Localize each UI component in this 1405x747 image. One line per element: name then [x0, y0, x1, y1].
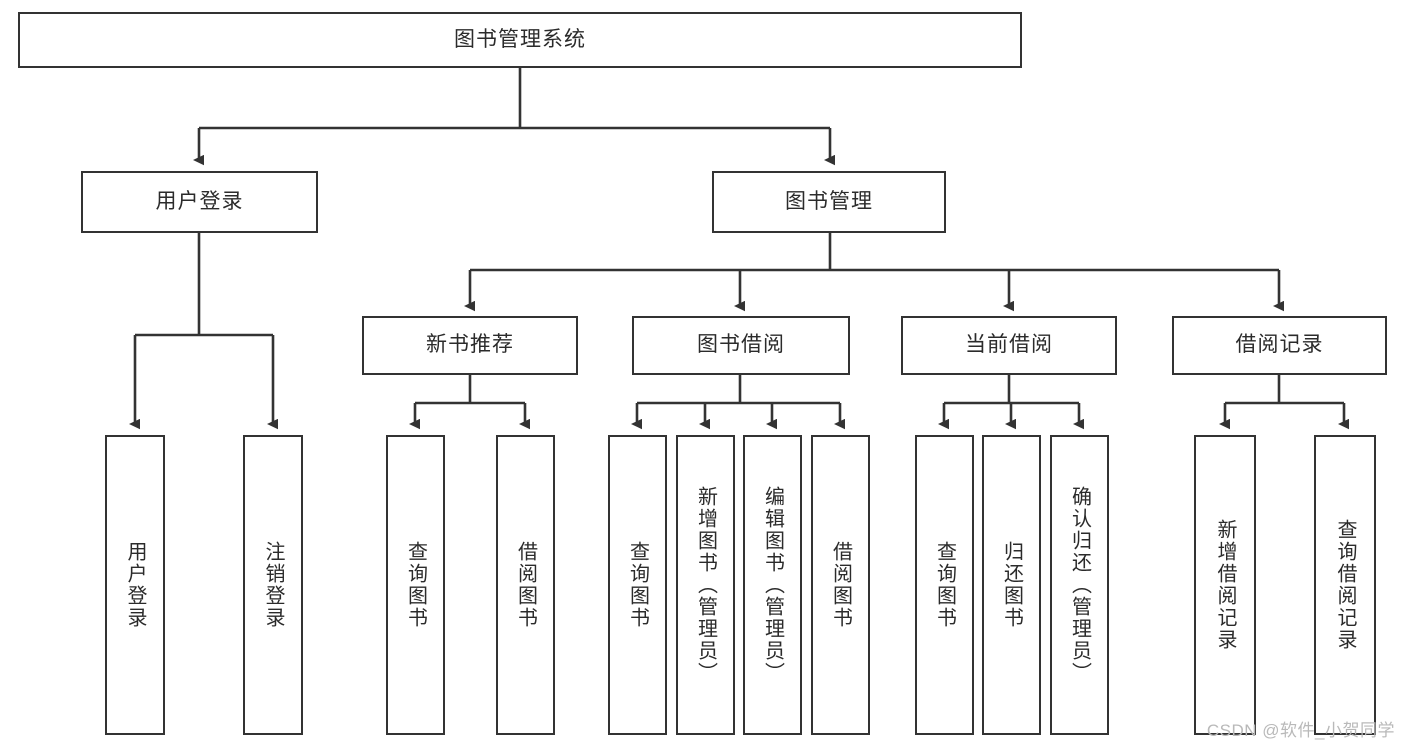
node-label: 借阅记录	[1235, 333, 1324, 357]
node-label: 查询图书	[626, 541, 649, 629]
node-label: 确认归还（管理员）	[1068, 486, 1091, 684]
node-leaf-confirm-return[interactable]: 确认归还（管理员）	[1050, 435, 1109, 735]
leaf-text-wrap: 借阅图书	[813, 437, 868, 733]
node-leaf-query-record[interactable]: 查询借阅记录	[1314, 435, 1376, 735]
leaf-text-wrap: 查询图书	[610, 437, 665, 733]
node-label: 图书管理系统	[454, 27, 586, 51]
node-root-system[interactable]: 图书管理系统	[18, 12, 1022, 68]
node-leaf-borrow-book-1[interactable]: 借阅图书	[496, 435, 555, 735]
node-leaf-logout-login[interactable]: 注销登录	[243, 435, 303, 735]
node-book-manage[interactable]: 图书管理	[712, 171, 946, 233]
node-leaf-edit-book[interactable]: 编辑图书（管理员）	[743, 435, 802, 735]
node-label: 查询借阅记录	[1334, 519, 1356, 651]
node-leaf-user-login[interactable]: 用户登录	[105, 435, 165, 735]
node-label: 借阅图书	[829, 541, 852, 629]
node-borrow-record[interactable]: 借阅记录	[1172, 316, 1387, 375]
node-label: 注销登录	[262, 541, 284, 629]
node-label: 新增借阅记录	[1214, 519, 1236, 651]
leaf-text-wrap: 编辑图书（管理员）	[745, 437, 800, 733]
leaf-text-wrap: 查询借阅记录	[1316, 437, 1374, 733]
leaf-text-wrap: 查询图书	[917, 437, 972, 733]
node-label: 归还图书	[1000, 541, 1023, 629]
node-leaf-query-book-3[interactable]: 查询图书	[915, 435, 974, 735]
leaf-text-wrap: 新增借阅记录	[1196, 437, 1254, 733]
node-label: 图书借阅	[697, 333, 785, 357]
node-leaf-borrow-book-2[interactable]: 借阅图书	[811, 435, 870, 735]
node-current-borrow[interactable]: 当前借阅	[901, 316, 1117, 375]
node-label: 新书推荐	[426, 333, 514, 357]
node-book-borrow[interactable]: 图书借阅	[632, 316, 850, 375]
leaf-text-wrap: 借阅图书	[498, 437, 553, 733]
node-label: 图书管理	[785, 189, 873, 213]
leaf-text-wrap: 归还图书	[984, 437, 1039, 733]
node-label: 借阅图书	[514, 541, 537, 629]
node-user-login[interactable]: 用户登录	[81, 171, 318, 233]
node-label: 用户登录	[124, 541, 146, 629]
node-label: 用户登录	[155, 189, 244, 213]
leaf-text-wrap: 确认归还（管理员）	[1052, 437, 1107, 733]
leaf-text-wrap: 用户登录	[107, 437, 163, 733]
leaf-text-wrap: 查询图书	[388, 437, 443, 733]
node-label: 编辑图书（管理员）	[761, 486, 784, 684]
leaf-text-wrap: 注销登录	[245, 437, 301, 733]
node-leaf-add-record[interactable]: 新增借阅记录	[1194, 435, 1256, 735]
leaf-text-wrap: 新增图书（管理员）	[678, 437, 733, 733]
watermark-text: CSDN @软件_小贺同学	[1206, 721, 1395, 740]
node-label: 查询图书	[933, 541, 956, 629]
node-leaf-add-book[interactable]: 新增图书（管理员）	[676, 435, 735, 735]
node-label: 查询图书	[404, 541, 427, 629]
node-leaf-query-book-2[interactable]: 查询图书	[608, 435, 667, 735]
node-leaf-return-book[interactable]: 归还图书	[982, 435, 1041, 735]
node-label: 新增图书（管理员）	[694, 486, 717, 684]
node-label: 当前借阅	[965, 333, 1053, 357]
node-new-book-recommend[interactable]: 新书推荐	[362, 316, 578, 375]
node-leaf-query-book-1[interactable]: 查询图书	[386, 435, 445, 735]
